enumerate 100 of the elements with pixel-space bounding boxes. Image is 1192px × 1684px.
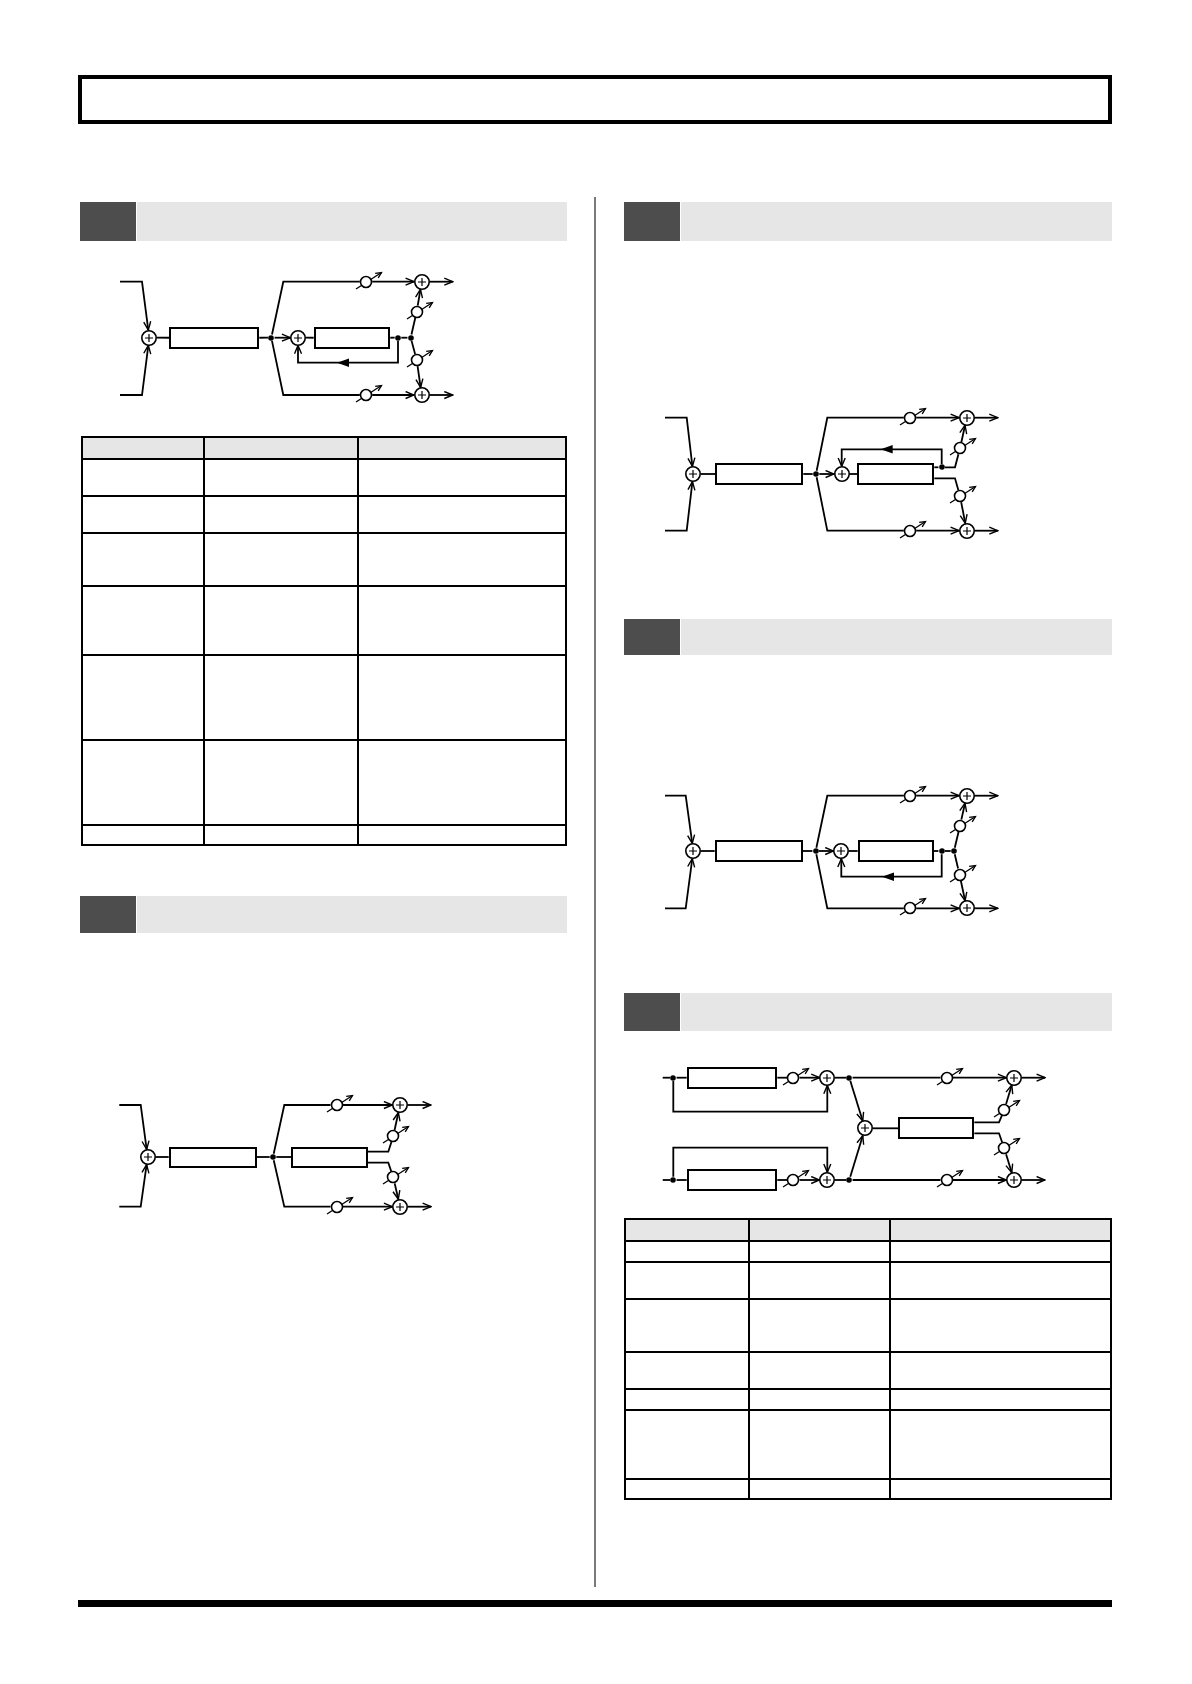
junction-dot — [846, 1177, 853, 1183]
summing-junction — [1005, 1068, 1023, 1087]
summing-junction — [138, 1148, 157, 1166]
connector-line — [410, 316, 417, 336]
connector-line — [944, 453, 960, 469]
junction-dot — [268, 334, 275, 341]
arrow — [915, 526, 960, 535]
summing-junction — [289, 328, 307, 347]
arrow — [392, 1182, 401, 1201]
connector-line — [400, 336, 409, 339]
signal-block — [898, 1117, 975, 1140]
arrow — [959, 501, 968, 525]
connector-line — [871, 1127, 900, 1130]
connector-line — [271, 340, 361, 396]
summing-junction — [1005, 1171, 1023, 1189]
summing-junction — [957, 521, 976, 540]
level-control — [325, 1195, 354, 1216]
connector-line — [815, 476, 905, 532]
connector-line — [367, 1141, 393, 1153]
feedback-arrow — [293, 340, 399, 367]
arrow — [973, 791, 999, 800]
signal-block — [169, 326, 260, 349]
arrow — [672, 1146, 832, 1178]
arrow — [915, 791, 960, 800]
summing-junction — [832, 465, 851, 483]
signal-block — [313, 326, 391, 349]
summing-junction — [412, 386, 431, 404]
arrow — [959, 879, 968, 902]
arrow — [1020, 1073, 1046, 1082]
junction-dot — [938, 464, 945, 471]
connector-line — [848, 850, 859, 852]
junction-dot — [395, 334, 401, 341]
summing-junction — [957, 408, 976, 427]
connector-line — [256, 1156, 271, 1158]
feedback-arrow — [837, 445, 943, 468]
connector-line — [953, 853, 959, 870]
connector-line — [815, 853, 905, 910]
connector-line — [258, 336, 269, 339]
signal-block — [715, 462, 804, 486]
connector-line — [848, 473, 859, 475]
arrow — [798, 1073, 821, 1082]
arrow — [664, 416, 696, 468]
summing-junction — [412, 272, 431, 291]
connector-line — [973, 1114, 1003, 1124]
summing-junction — [391, 1096, 409, 1114]
arrow — [1005, 1084, 1014, 1105]
arrow — [392, 1111, 401, 1131]
signal-block — [686, 1066, 778, 1089]
arrow — [119, 344, 152, 396]
connector-line — [953, 830, 960, 849]
connector-line — [154, 1156, 170, 1158]
feedback-arrow — [837, 853, 943, 881]
connector-line — [675, 1179, 688, 1181]
junction-dot — [813, 471, 819, 477]
arrow — [849, 1079, 865, 1122]
section-heading-bar — [624, 993, 1112, 1031]
summing-junction — [957, 786, 976, 805]
arrow — [818, 846, 835, 856]
signal-block — [857, 462, 935, 486]
junction-dot — [938, 848, 945, 854]
summing-junction — [818, 1171, 837, 1189]
junction-dot — [812, 848, 819, 854]
arrow — [959, 802, 968, 821]
signal-block — [686, 1168, 778, 1192]
summing-junction — [684, 465, 703, 483]
summing-junction — [140, 328, 159, 347]
arrow — [664, 857, 696, 910]
signal-block — [714, 840, 803, 862]
level-control — [935, 1066, 964, 1087]
connector-line — [933, 850, 940, 852]
connector-line — [410, 340, 416, 355]
arrow — [798, 1175, 821, 1185]
arrow — [664, 480, 696, 532]
level-control — [899, 784, 927, 805]
arrow — [414, 288, 424, 307]
junction-dot — [270, 1154, 276, 1160]
connector-line — [389, 336, 396, 339]
level-control — [949, 437, 977, 458]
connector-line — [851, 1076, 942, 1079]
arrow — [959, 424, 968, 444]
signal-block — [168, 1146, 257, 1168]
level-control — [355, 270, 383, 291]
connector-line — [815, 794, 905, 849]
connector-line — [271, 280, 361, 336]
signal-line — [661, 1179, 671, 1181]
arrow — [664, 794, 696, 845]
arrow — [371, 390, 415, 400]
arrow — [1005, 1153, 1014, 1174]
connector-line — [156, 336, 171, 339]
connector-line — [815, 416, 905, 472]
summing-junction — [684, 842, 703, 860]
section-heading-bar — [80, 895, 568, 934]
arrow — [973, 413, 999, 422]
level-control — [899, 897, 927, 918]
level-control — [382, 1166, 411, 1187]
arrow — [119, 280, 152, 331]
arrow — [849, 1134, 865, 1178]
level-control — [949, 814, 977, 835]
signal-block — [291, 1146, 368, 1168]
arrow — [273, 333, 292, 342]
